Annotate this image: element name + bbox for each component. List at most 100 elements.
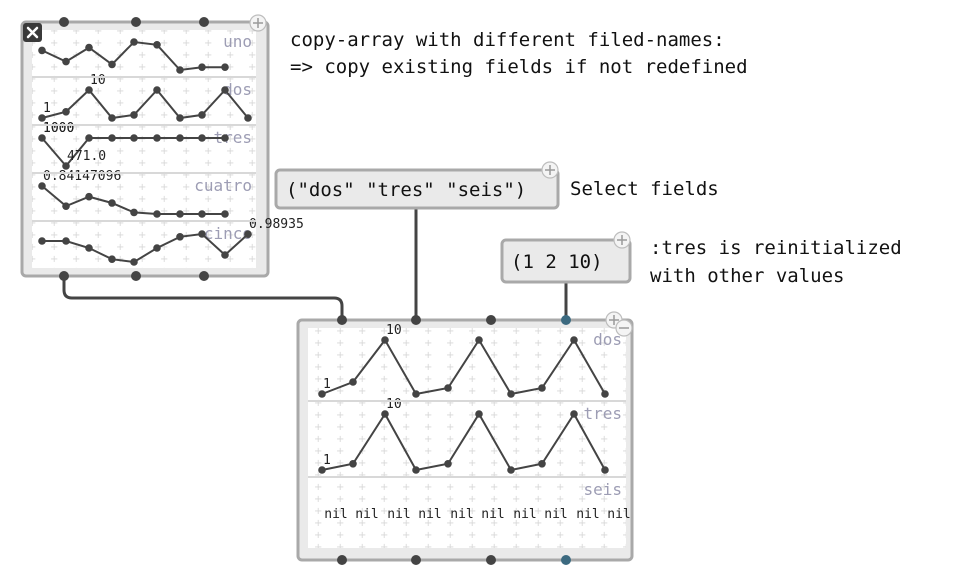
value-point[interactable] [475, 336, 483, 344]
value-point[interactable] [153, 41, 161, 49]
outlet-1[interactable] [337, 555, 347, 565]
value-point[interactable] [38, 46, 46, 55]
value-point[interactable] [153, 210, 161, 218]
value-point[interactable] [221, 63, 229, 71]
value-point[interactable] [85, 86, 93, 94]
outlet-3[interactable] [199, 271, 209, 281]
value-point[interactable] [221, 251, 229, 259]
value-point[interactable] [108, 199, 116, 207]
value-point[interactable] [244, 114, 252, 122]
close-icon[interactable] [23, 23, 42, 42]
value-point[interactable] [176, 114, 184, 122]
inlet-3[interactable] [486, 315, 496, 325]
value-point[interactable] [108, 114, 116, 122]
value-point[interactable] [38, 237, 46, 245]
inlet-4[interactable] [561, 315, 571, 325]
value-point[interactable] [381, 410, 389, 418]
value-point[interactable] [38, 134, 46, 142]
value-point[interactable] [62, 107, 70, 116]
value-point[interactable] [62, 162, 70, 170]
value-point[interactable] [221, 86, 229, 94]
value-point[interactable] [538, 459, 546, 468]
value-point[interactable] [412, 390, 420, 398]
value-point[interactable] [130, 208, 138, 217]
value-point[interactable] [318, 466, 326, 474]
value-point[interactable] [349, 378, 357, 386]
value-point[interactable] [130, 258, 138, 266]
plus-icon[interactable] [613, 231, 631, 249]
inlet-2[interactable] [131, 17, 141, 27]
outlet-2[interactable] [131, 271, 141, 281]
value-point[interactable] [244, 230, 252, 238]
value-point[interactable] [62, 57, 70, 66]
value-point[interactable] [130, 38, 138, 46]
field-lane-uno[interactable]: uno [32, 30, 256, 76]
plus-icon[interactable] [541, 161, 559, 179]
inlet-2[interactable] [411, 315, 421, 325]
value-point[interactable] [601, 390, 609, 398]
value-point[interactable] [601, 466, 609, 474]
value-point[interactable] [198, 111, 206, 119]
cable-source-to-copy[interactable] [62, 276, 344, 320]
value-point[interactable] [153, 244, 161, 252]
value-point[interactable] [444, 384, 452, 392]
value-point[interactable] [38, 182, 46, 190]
value-point[interactable] [221, 210, 229, 218]
outlet-4[interactable] [561, 555, 571, 565]
value-point[interactable] [153, 134, 161, 142]
value-point[interactable] [176, 66, 184, 74]
value-point[interactable] [85, 192, 93, 201]
values-message-box[interactable]: (1 2 10) [500, 231, 632, 284]
inlet-1[interactable] [59, 17, 69, 27]
value-point[interactable] [153, 86, 161, 94]
value-point[interactable] [108, 134, 116, 142]
value-point[interactable] [176, 134, 184, 142]
value-point[interactable] [62, 202, 70, 210]
outlet-1[interactable] [59, 271, 69, 281]
value-point[interactable] [381, 336, 389, 344]
value-point[interactable] [85, 134, 93, 142]
value-point[interactable] [538, 384, 546, 392]
value-point[interactable] [108, 255, 116, 263]
value-point[interactable] [198, 210, 206, 218]
value-point[interactable] [475, 410, 483, 418]
value-point[interactable] [108, 60, 116, 69]
value-point[interactable] [412, 466, 420, 474]
value-point[interactable] [130, 111, 138, 119]
value-point[interactable] [198, 63, 206, 71]
outlet-3[interactable] [486, 555, 496, 565]
value-point[interactable] [198, 134, 206, 142]
plus-icon[interactable] [249, 14, 267, 32]
value-point[interactable] [570, 336, 578, 344]
source-outlets [59, 271, 209, 281]
value-point[interactable] [349, 459, 357, 468]
value-point[interactable] [85, 244, 93, 252]
value-point[interactable] [62, 237, 70, 245]
value-point[interactable] [198, 230, 206, 238]
inlet-1[interactable] [337, 315, 347, 325]
value-point[interactable] [221, 134, 229, 142]
value-point[interactable] [176, 233, 184, 241]
value-point[interactable] [176, 210, 184, 218]
minus-icon[interactable] [615, 319, 633, 337]
value-point[interactable] [130, 134, 138, 142]
value-point[interactable] [38, 114, 46, 122]
value-point[interactable] [318, 390, 326, 398]
source-array-box[interactable]: unodos110tres1000471.01000cuatro0.841470… [20, 14, 304, 281]
value-point[interactable] [507, 466, 515, 474]
value-point[interactable] [444, 459, 452, 468]
value-point[interactable] [507, 390, 515, 398]
value-point[interactable] [85, 43, 93, 52]
value-point[interactable] [570, 410, 578, 418]
outlet-2[interactable] [411, 555, 421, 565]
fields-message-box[interactable]: ("dos" "tres" "seis") [274, 161, 560, 210]
inlet-3[interactable] [199, 17, 209, 27]
